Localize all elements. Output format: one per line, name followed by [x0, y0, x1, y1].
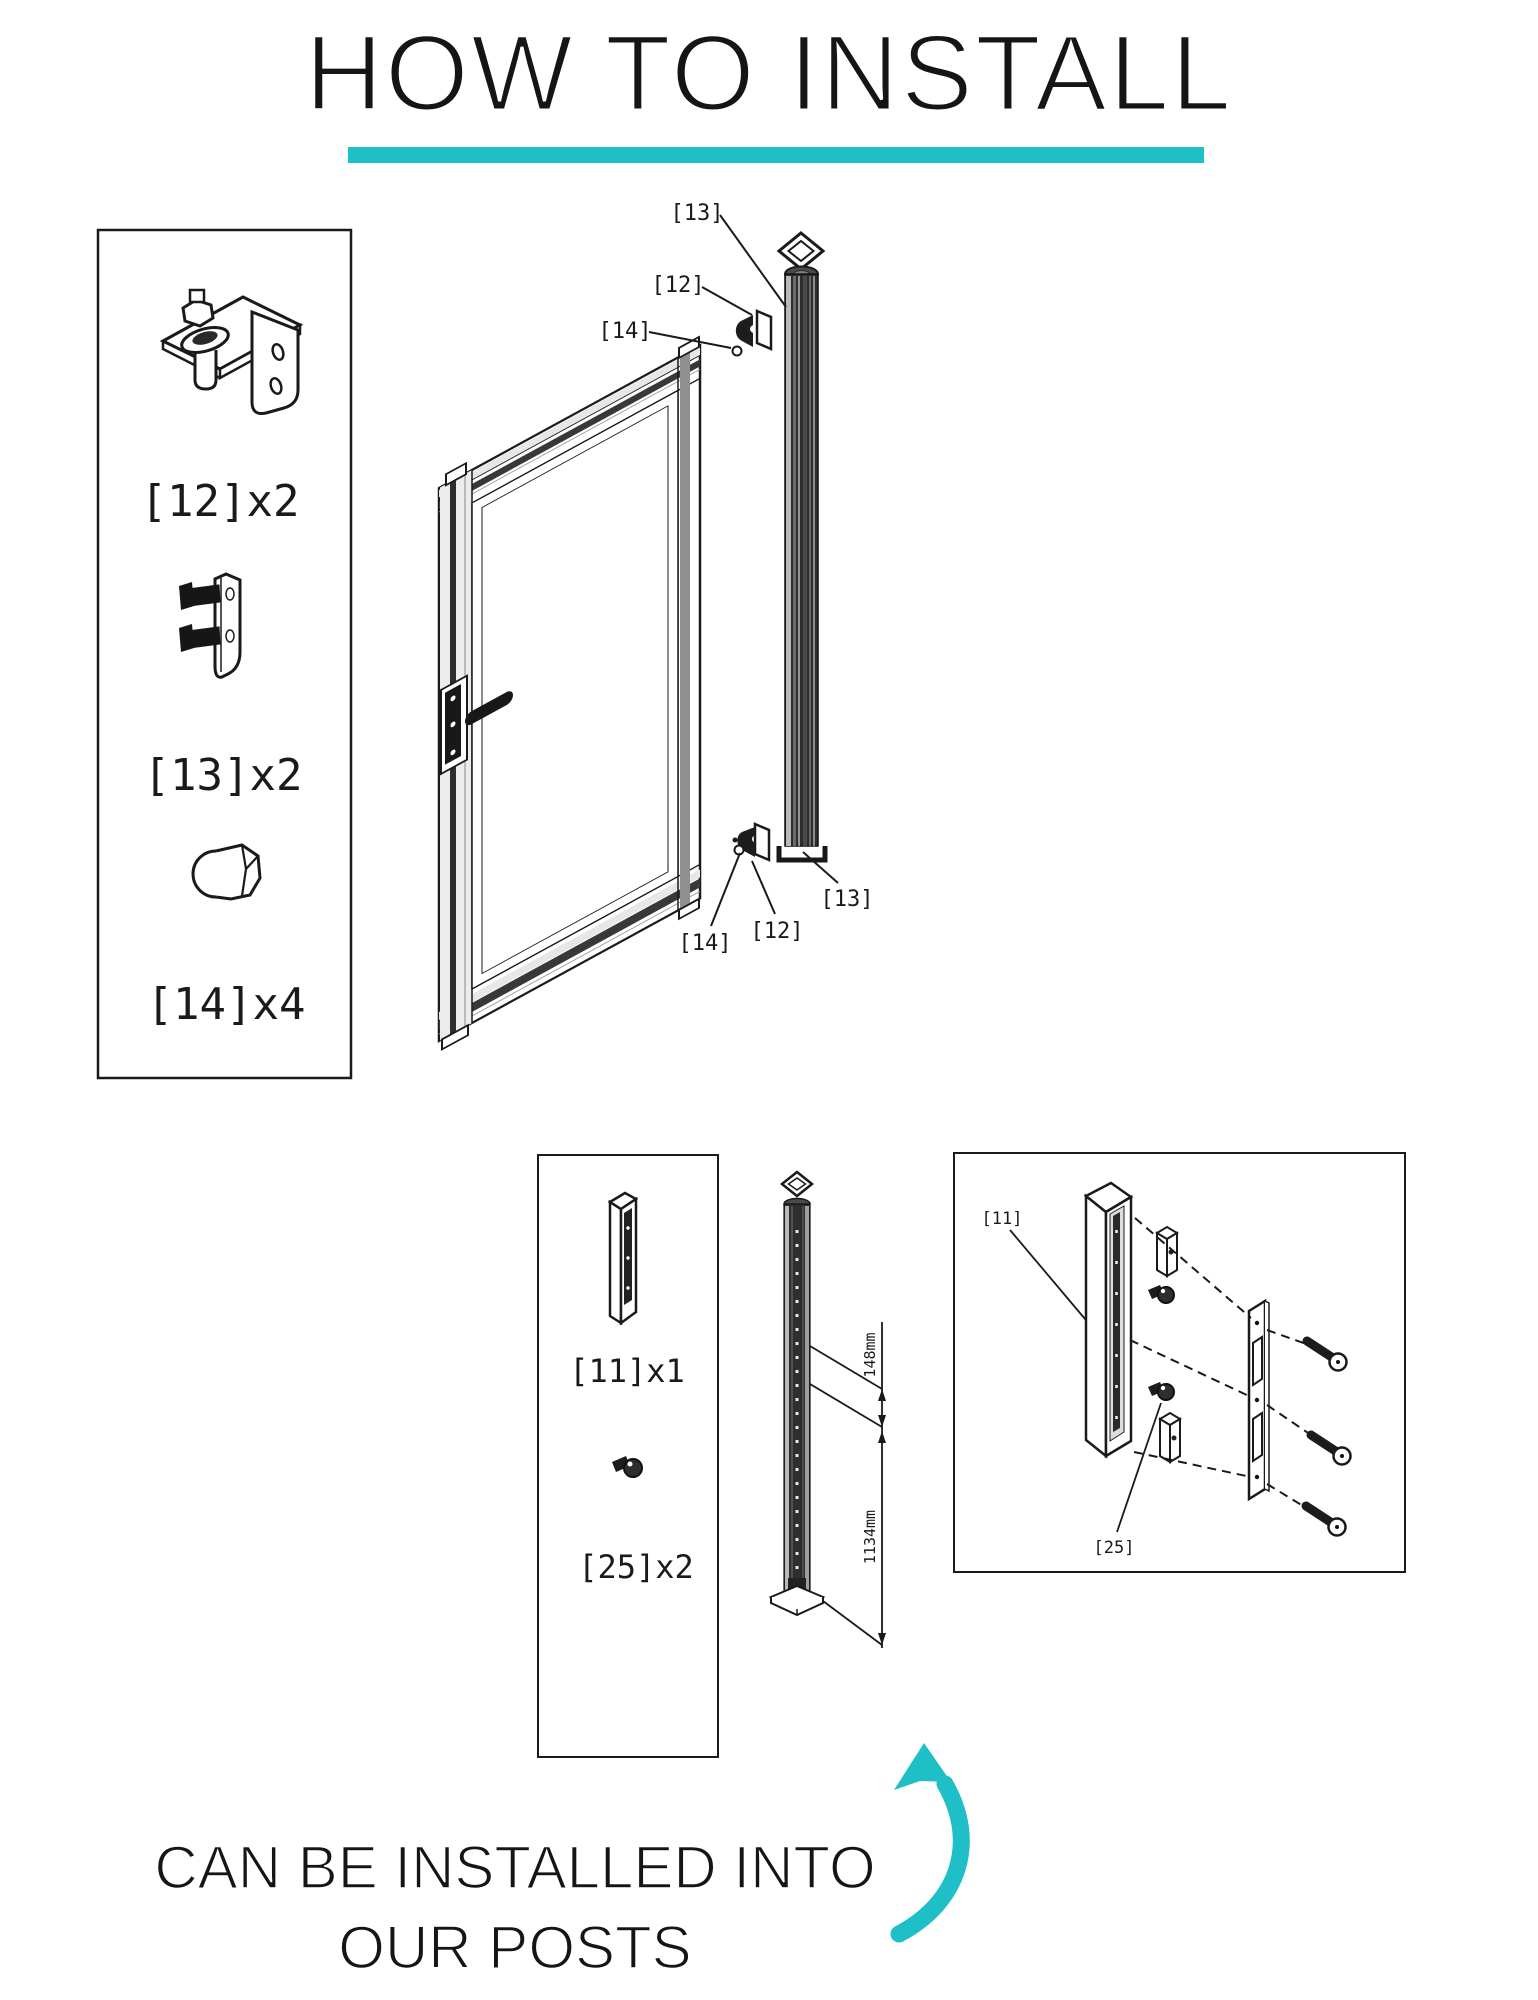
assembly-alignment-lines — [1129, 1217, 1315, 1510]
long-screw-3-icon — [1301, 1501, 1347, 1537]
latch-keeper-icon — [607, 1191, 639, 1326]
post-cap-icon — [776, 231, 826, 271]
dim-top-label: 148mm — [861, 1332, 879, 1377]
bottom-hinge-bracket-icon — [732, 822, 771, 862]
up-arrow-icon — [890, 1743, 970, 1943]
assembly-screw-top-icon — [1148, 1285, 1175, 1304]
dim-post-cap-icon — [779, 1170, 815, 1198]
post-foot-bracket — [776, 846, 828, 863]
callout-bottom-13: [13] — [821, 887, 874, 912]
hinge-label: [13]x2 — [144, 750, 303, 801]
assembly-clip-bottom-icon — [1158, 1411, 1182, 1464]
keeper-label: [11]x1 — [569, 1352, 685, 1390]
hardware-parts-box: [12]x2 [13]x2 [14]x4 — [96, 228, 353, 1080]
callout-top-12: [12] — [652, 273, 705, 298]
callout-top-14: [14] — [599, 319, 652, 344]
callout-top-13: [13] — [671, 201, 724, 226]
latch-parts-box: [11]x1 [25]x2 — [537, 1154, 719, 1758]
long-screw-2-icon — [1306, 1430, 1352, 1466]
footer-caption: CAN BE INSTALLED INTO OUR POSTS — [0, 1828, 1030, 1988]
assembly-screw-callout: [25] — [1094, 1538, 1135, 1558]
cap-nut-icon — [191, 843, 262, 901]
dimension-lines — [809, 1322, 886, 1648]
gate-drawing — [437, 335, 702, 1051]
title-underline — [348, 147, 1204, 163]
page-title: HOW TO INSTALL — [303, 11, 1234, 135]
assembly-clip-top-icon — [1155, 1225, 1179, 1278]
pivot-bracket-icon — [159, 288, 304, 415]
assembly-screw-bottom-icon — [1148, 1382, 1175, 1401]
strike-plate-icon — [1247, 1298, 1270, 1502]
callout-bottom-12: [12] — [751, 919, 804, 944]
post-dimension-diagram: 148mm 1134mm — [768, 1170, 886, 1648]
footer-line1: CAN BE INSTALLED INTO — [154, 1833, 877, 1902]
long-screw-1-icon — [1302, 1336, 1348, 1372]
screw-label: [25]x2 — [578, 1548, 694, 1586]
gate-post-drawing — [776, 231, 828, 863]
top-hinge-bracket-icon — [731, 309, 773, 357]
footer-line2: OUR POSTS — [337, 1913, 692, 1982]
dim-bottom-label: 1134mm — [861, 1510, 879, 1564]
gate-callouts: [13] [12] [14] [14] [12] [13] — [599, 201, 874, 956]
assembly-keeper-icon — [1083, 1181, 1134, 1459]
gate-handle-icon — [440, 674, 513, 776]
latch-screw-icon — [612, 1456, 643, 1478]
bracket-label: [12]x2 — [141, 476, 300, 527]
cap-label: [14]x4 — [147, 979, 306, 1030]
hinge-bolts-icon — [179, 572, 242, 679]
dim-post-base — [768, 1578, 826, 1617]
callout-bottom-14: [14] — [679, 931, 732, 956]
latch-assembly-box: [11] — [953, 1152, 1406, 1573]
assembly-keeper-callout: [11] — [982, 1209, 1023, 1229]
